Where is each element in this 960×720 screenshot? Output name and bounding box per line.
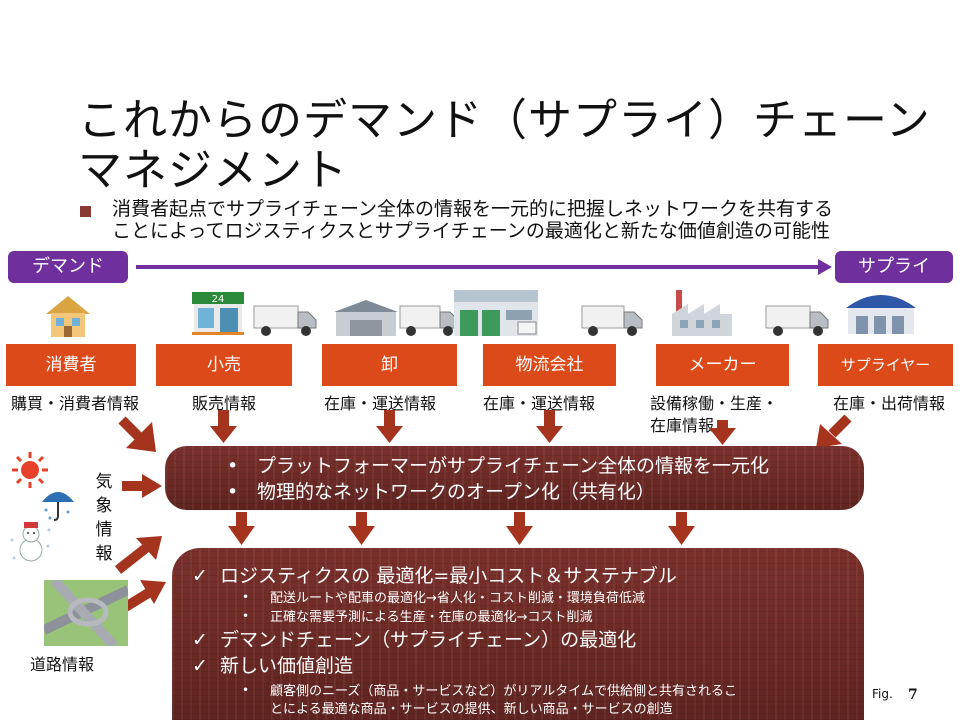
outcome-item-3: 新しい価値創造 — [220, 655, 354, 677]
arrow-weather-to-outcome — [114, 536, 162, 574]
arrow-road-to-outcome — [121, 580, 166, 613]
slide-title-line1: これからのデマンド（サプライ）チェーン — [78, 95, 931, 146]
check-icon: ✓ — [192, 655, 208, 677]
page-number: 7 — [908, 687, 918, 703]
subtitle-line1: 消費者起点でサプライチェーン全体の情報を一元的に把握しネットワークを共有する — [112, 198, 834, 220]
info-supplier: 在庫・出荷情報 — [832, 394, 945, 413]
bullet-square-icon — [80, 206, 91, 217]
weather-info-label: 気象情報 — [95, 472, 113, 564]
road-info-label: 道路情報 — [30, 655, 95, 674]
umbrella-icon — [42, 492, 74, 521]
actor-supplier: サプライヤー — [818, 344, 953, 386]
platform-bullet-2: • — [227, 481, 239, 503]
truck-icon — [399, 305, 459, 336]
sub-bullet: • — [242, 683, 250, 697]
demand-supply-arrow — [136, 259, 832, 275]
check-icon: ✓ — [192, 565, 208, 587]
highway-interchange-icon — [44, 580, 128, 646]
supplier-warehouse-icon — [846, 295, 916, 334]
actor-consumer: 消費者 — [6, 344, 136, 386]
actor-logistics: 物流会社 — [483, 344, 616, 386]
outcome-item-3-sub-1-line2: とによる最適な商品・サービスの提供、新しい商品・サービスの創造 — [270, 702, 673, 717]
truck-icon — [765, 305, 829, 336]
logistics-center-icon — [454, 290, 538, 336]
arrow-weather-to-platform — [122, 474, 162, 498]
sun-icon — [12, 452, 48, 488]
sub-bullet: • — [242, 609, 250, 623]
truck-icon — [581, 305, 643, 336]
factory-icon — [672, 290, 732, 336]
sub-bullet: • — [242, 590, 250, 604]
info-consumer: 購買・消費者情報 — [10, 394, 139, 413]
truck-icon — [253, 305, 317, 336]
info-logistics: 在庫・運送情報 — [482, 394, 595, 413]
outcome-item-1: ロジスティクスの 最適化=最小コスト＆サステナブル — [220, 565, 677, 587]
warehouse-icon — [334, 300, 398, 336]
demand-label: デマンド — [8, 251, 128, 283]
check-icon: ✓ — [192, 629, 208, 651]
outcome-item-3-sub-1-line1: 顧客側のニーズ（商品・サービスなど）がリアルタイムで供給側と共有されるこ — [270, 684, 737, 699]
platform-box: • プラットフォーマーがサプライチェーン全体の情報を一元化 • 物理的なネットワ… — [165, 446, 864, 510]
arrow-supplier-to-platform — [816, 414, 852, 448]
supply-label: サプライ — [835, 251, 953, 283]
actor-manufacturer: メーカー — [656, 344, 789, 386]
info-manufacturer: 設備稼働・生産・ 在庫情報 — [650, 393, 810, 437]
convenience-store-icon: 24 — [192, 292, 244, 335]
platform-item-1: プラットフォーマーがサプライチェーン全体の情報を一元化 — [257, 455, 770, 477]
slide-title: これからのデマンド（サプライ）チェーン マネジメント — [78, 96, 931, 196]
svg-text:24: 24 — [212, 294, 225, 305]
platform-bullet-1: • — [227, 455, 239, 477]
slide-subtitle: 消費者起点でサプライチェーン全体の情報を一元的に把握しネットワークを共有する こ… — [112, 198, 833, 242]
info-manufacturer-line2: 在庫情報 — [650, 416, 715, 435]
outcome-item-2: デマンドチェーン（サプライチェーン）の最適化 — [220, 629, 637, 651]
house-icon — [46, 296, 90, 337]
actor-wholesale: 卸 — [322, 344, 457, 386]
platform-item-2: 物理的なネットワークのオープン化（共有化） — [257, 481, 655, 503]
slide-title-line2: マネジメント — [78, 145, 348, 196]
outcome-item-1-sub-2: 正確な需要予測による生産・在庫の最適化→コスト削減 — [270, 610, 593, 625]
info-manufacturer-line1: 設備稼働・生産・ — [650, 394, 779, 413]
arrow-consumer-to-platform — [118, 416, 156, 452]
outcome-item-1-sub-1: 配送ルートや配車の最適化→省人化・コスト削減・環境負荷低減 — [270, 591, 645, 606]
figure-label: Fig. — [872, 687, 893, 701]
actor-retail: 小売 — [156, 344, 292, 386]
info-retail: 販売情報 — [191, 394, 256, 413]
outcome-box: ✓ ロジスティクスの 最適化=最小コスト＆サステナブル • 配送ルートや配車の最… — [172, 548, 864, 720]
subtitle-line2: ことによってロジスティクスとサプライチェーンの最適化と新たな価値創造の可能性 — [112, 220, 830, 242]
snowman-icon — [10, 522, 51, 562]
info-wholesale: 在庫・運送情報 — [323, 394, 436, 413]
